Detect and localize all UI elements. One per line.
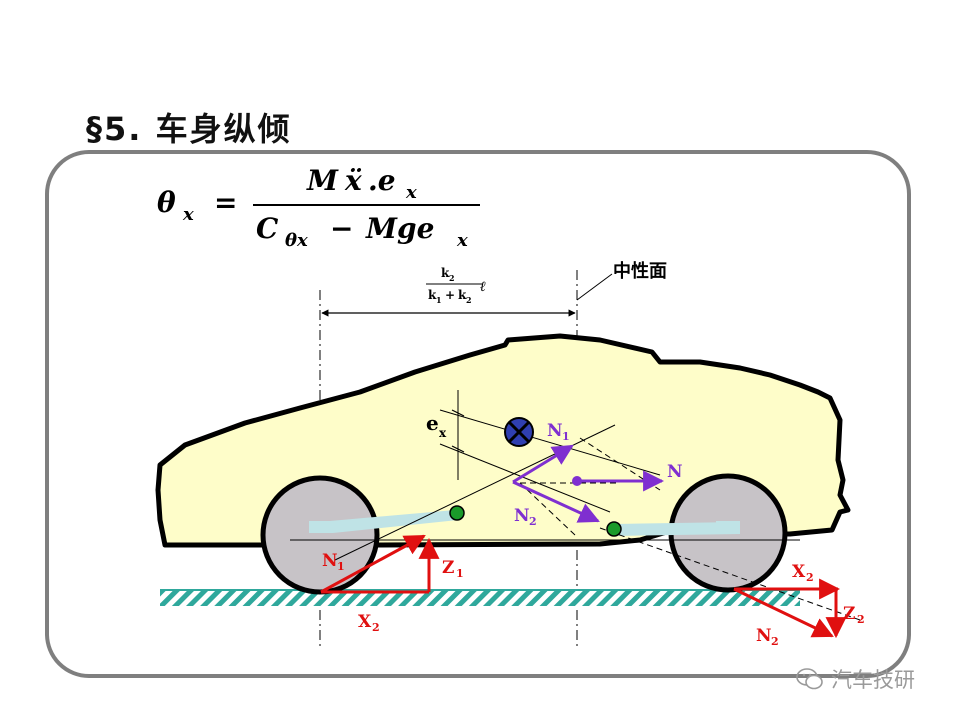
n1-lower-label: N — [322, 551, 338, 571]
rear-suspension-arm — [615, 522, 740, 536]
formula-num-sub: x — [405, 182, 417, 203]
front-pivot-joint — [449, 505, 465, 521]
n1-upper-label: N — [547, 421, 563, 441]
x2-right-sub: 2 — [806, 571, 814, 584]
formula-num-M: M — [306, 164, 339, 197]
z2-label: Z — [843, 604, 855, 624]
formula-den-minus: − — [330, 212, 353, 245]
n2-upper-label: N — [514, 506, 530, 526]
frac-num-sub: 2 — [449, 273, 455, 283]
formula-den-sub: θx — [285, 230, 308, 251]
cg-axis-line-upper — [439, 409, 661, 476]
n2-dashed-line — [519, 482, 576, 536]
ex-tick-top — [451, 409, 465, 417]
frac-plus: + — [445, 288, 455, 302]
cg-axis-line-lower — [439, 443, 611, 513]
wechat-logo-icon — [796, 668, 823, 690]
n2-upper-sub: 2 — [529, 515, 537, 528]
neutral-plane-leader — [576, 273, 613, 301]
frac-den-k1: k — [428, 288, 437, 302]
n1-upper-sub: 1 — [562, 430, 570, 443]
frac-den-k2: k — [458, 288, 467, 302]
rear-arm-extension-line — [599, 527, 861, 621]
ex-label-sub: x — [439, 426, 447, 440]
formula-den-x: x — [456, 230, 468, 251]
n2-lower-sub: 2 — [771, 635, 779, 648]
z2-sub: 2 — [857, 613, 865, 626]
slide-title: §5. 车身纵倾 — [86, 110, 292, 148]
front-n1-arrow — [320, 534, 426, 594]
rear-axle-hub — [716, 521, 740, 534]
rear-n2-arrow — [733, 587, 834, 638]
formula-num-e: .e — [368, 164, 396, 197]
formula-theta-sub: x — [182, 204, 194, 225]
diagram-frame — [45, 150, 911, 678]
formula-den-C: C — [256, 212, 279, 245]
n2-force-arrow — [512, 480, 600, 523]
frac-num: k — [441, 266, 450, 280]
x2-right-label: X — [792, 562, 806, 582]
rear-pivot-joint — [606, 521, 622, 537]
n2-lower-label: N — [756, 626, 772, 646]
watermark-text: 汽车技研 — [831, 668, 915, 692]
front-axle-hub — [309, 521, 333, 533]
neutral-plane-label: 中性面 — [613, 260, 667, 282]
n1-lower-sub: 1 — [337, 560, 345, 573]
distance-fraction: k 2 k 1 + k 2 ℓ — [426, 266, 486, 305]
pitch-angle-formula: θ x = M ẍ .e x C θx − Mge x — [157, 164, 480, 251]
formula-den-Mge: Mge — [365, 212, 434, 245]
resultant-point — [572, 476, 582, 486]
ex-tick-bottom — [451, 445, 465, 453]
n-resultant-label: N — [667, 462, 683, 482]
front-wheel — [260, 475, 380, 595]
frac-den-sub2: 2 — [466, 295, 472, 305]
formula-equals: = — [214, 186, 237, 219]
cg-marker-icon — [504, 417, 534, 447]
n1-force-arrow — [512, 444, 574, 484]
ground-hatch — [160, 590, 800, 606]
z1-sub: 1 — [456, 567, 464, 580]
formula-theta: θ — [157, 186, 176, 219]
ex-label: e — [426, 411, 439, 435]
frac-den-sub1: 1 — [436, 295, 442, 305]
watermark: 汽车技研 — [795, 664, 915, 694]
z1-label: Z — [442, 558, 454, 578]
frac-ell: ℓ — [480, 279, 486, 295]
x2-left-label: X — [358, 612, 372, 632]
formula-num-xddot: ẍ — [344, 164, 362, 197]
n1-dashed-line — [579, 437, 661, 491]
x2-left-sub: 2 — [372, 621, 380, 634]
